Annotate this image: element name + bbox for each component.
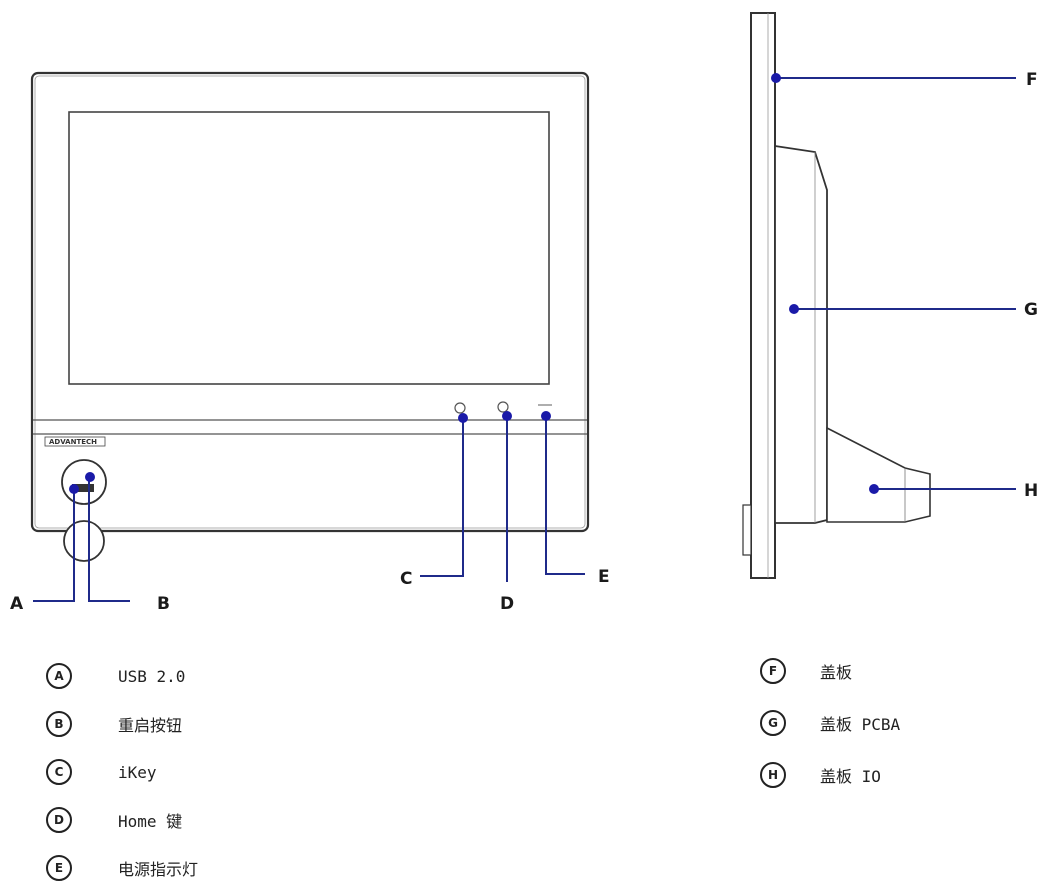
legend-badge-b: B: [46, 711, 72, 737]
ikey-button: [454, 402, 466, 414]
leader-c: [420, 418, 464, 577]
legend-text-a: USB 2.0: [118, 666, 186, 686]
callout-label-e: E: [598, 567, 610, 587]
usb-port-ring: [61, 459, 107, 505]
callout-label-b: B: [157, 594, 170, 614]
legend-item-c: C iKey: [46, 748, 198, 796]
callout-label-a: A: [10, 594, 24, 614]
callout-dot-f: [771, 73, 781, 83]
usb-lower-ring: [63, 520, 105, 562]
legend-item-e: E 电源指示灯: [46, 844, 198, 892]
leader-e: [545, 416, 585, 575]
callout-dot-e: [541, 411, 551, 421]
legend-item-h: H 盖板 IO: [760, 749, 900, 801]
legend-item-b: B 重启按钮: [46, 700, 198, 748]
callout-dot-a: [69, 484, 79, 494]
side-bracket: [742, 504, 752, 556]
legend-badge-g: G: [760, 710, 786, 736]
side-view: F G H: [742, 12, 1038, 579]
leader-b: [88, 478, 130, 602]
callout-label-g: G: [1024, 300, 1038, 320]
legend-item-a: A USB 2.0: [46, 652, 198, 700]
usb-port-slot: [72, 484, 94, 492]
legend-text-d: Home 键: [118, 812, 183, 831]
legend-badge-d: D: [46, 807, 72, 833]
callout-dot-d: [502, 411, 512, 421]
side-io-module: [826, 426, 931, 523]
brand-plate: [44, 436, 106, 447]
callout-label-d: D: [500, 594, 514, 614]
legend-text-h: 盖板 IO: [820, 767, 881, 786]
callout-label-f: F: [1026, 70, 1038, 90]
legend-item-f: F 盖板: [760, 645, 900, 697]
legend-text-c: iKey: [118, 762, 157, 782]
legend-item-d: D Home 键: [46, 796, 198, 844]
legend-item-g: G 盖板 PCBA: [760, 697, 900, 749]
legend-text-e: 电源指示灯: [118, 860, 199, 879]
legend-badge-f: F: [760, 658, 786, 684]
callout-label-h: H: [1024, 481, 1038, 501]
legend-badge-h: H: [760, 762, 786, 788]
callout-dot-h: [869, 484, 879, 494]
legend-text-g: 盖板 PCBA: [820, 715, 901, 734]
callout-dot-b: [85, 472, 95, 482]
front-view: ADVANTECH A B C D E: [10, 71, 610, 614]
legend-right: F 盖板 G 盖板 PCBA H 盖板 IO: [760, 645, 900, 801]
legend-text-f: 盖板: [820, 663, 853, 682]
home-button: [497, 401, 509, 413]
brand-logo: ADVANTECH: [49, 438, 97, 446]
side-front-panel: [750, 12, 776, 579]
callout-label-c: C: [400, 569, 412, 589]
callout-dot-c: [458, 413, 468, 423]
legend-badge-e: E: [46, 855, 72, 881]
legend-badge-a: A: [46, 663, 72, 689]
legend-text-b: 重启按钮: [118, 716, 183, 735]
front-bezel-inner: [34, 75, 586, 529]
legend-left: A USB 2.0 B 重启按钮 C iKey D Home 键 E 电源指示灯: [46, 652, 198, 892]
legend-badge-c: C: [46, 759, 72, 785]
side-body: [774, 144, 828, 524]
front-screen: [68, 111, 550, 385]
leader-a: [33, 490, 75, 602]
callout-dot-g: [789, 304, 799, 314]
